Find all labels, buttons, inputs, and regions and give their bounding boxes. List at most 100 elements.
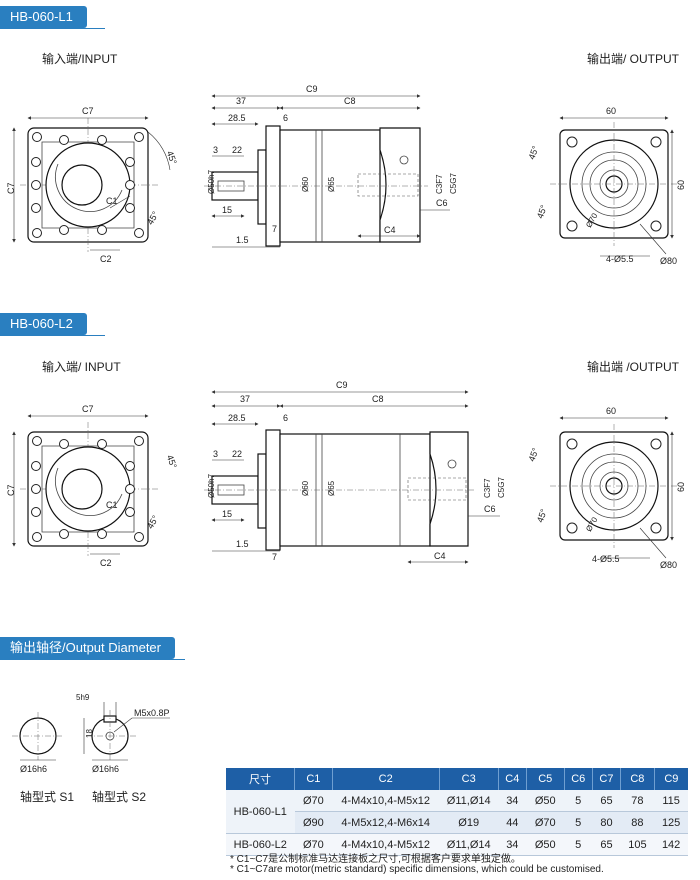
section-title-l1: HB-060-L1 [0, 6, 87, 28]
section-divider [0, 28, 105, 29]
svg-text:Ø50h7: Ø50h7 [207, 169, 216, 194]
table-cell: 78 [620, 790, 655, 812]
input-label-l2: 输入端/ INPUT [42, 360, 121, 374]
shaft-s1-drawing: Ø16h6 [12, 712, 64, 774]
svg-text:Ø60: Ø60 [301, 480, 310, 496]
svg-text:45°: 45° [527, 144, 541, 161]
table-row: HB-060-L2 Ø70 4-M4x10,4-M5x12 Ø11,Ø14 34… [226, 833, 688, 856]
svg-text:15: 15 [222, 509, 232, 519]
svg-text:1.5: 1.5 [236, 235, 249, 245]
svg-text:C4: C4 [434, 551, 446, 561]
svg-text:C7: C7 [82, 404, 94, 414]
svg-text:M5x0.8P: M5x0.8P [134, 708, 170, 718]
svg-text:Ø80: Ø80 [660, 256, 677, 266]
svg-text:C5G7: C5G7 [497, 477, 506, 498]
svg-text:C2: C2 [100, 254, 112, 264]
section-divider [0, 335, 105, 336]
svg-text:6: 6 [283, 413, 288, 423]
table-header-row: 尺寸 C1 C2 C3 C4 C5 C6 C7 C8 C9 [226, 768, 688, 790]
shaft-s2-drawing: 5h9 18 M5x0.8P Ø16h6 [76, 693, 170, 774]
svg-text:1.5: 1.5 [236, 539, 249, 549]
svg-text:3: 3 [213, 145, 218, 155]
svg-text:C6: C6 [484, 504, 496, 514]
input-label-l1: 输入端/INPUT [42, 52, 118, 66]
table-cell: 105 [620, 833, 655, 856]
svg-text:37: 37 [240, 394, 250, 404]
svg-text:7: 7 [272, 224, 277, 234]
svg-text:6: 6 [283, 113, 288, 123]
table-cell: Ø90 [294, 811, 333, 834]
svg-text:C8: C8 [344, 96, 356, 106]
table-header: C3 [439, 768, 499, 790]
output-label-l2: 输出端 /OUTPUT [587, 360, 679, 374]
table-cell: 142 [654, 833, 688, 856]
l1-side-view: C9 37 C8 28.5 6 3 22 15 1.5 7 C4 Ø50h7 Ø… [204, 84, 458, 248]
svg-text:C1: C1 [106, 196, 118, 206]
svg-text:45°: 45° [535, 507, 549, 524]
svg-text:22: 22 [232, 449, 242, 459]
svg-text:4-Ø5.5: 4-Ø5.5 [592, 554, 620, 564]
svg-text:18: 18 [85, 729, 94, 738]
svg-text:37: 37 [236, 96, 246, 106]
section-title-output-diameter: 输出轴径/Output Diameter [0, 637, 175, 659]
svg-text:C2: C2 [100, 558, 112, 568]
table-header: C6 [564, 768, 593, 790]
footnote-cn: * C1~C7是公制标准马达连接板之尺寸,可根据客户要求单独定做。 [230, 854, 521, 865]
svg-text:C5G7: C5G7 [449, 173, 458, 194]
l2-output-view: 60 60 45° 45° Ø70 Ø80 4-Ø5.5 [527, 406, 686, 570]
table-header: C8 [620, 768, 655, 790]
svg-text:Ø80: Ø80 [660, 560, 677, 570]
table-cell: 88 [620, 811, 655, 834]
table-cell: Ø70 [526, 811, 565, 834]
svg-text:45°: 45° [527, 446, 541, 463]
table-cell: Ø70 [294, 790, 333, 812]
table-cell: 80 [592, 811, 621, 834]
svg-text:Ø60: Ø60 [301, 176, 310, 192]
svg-text:60: 60 [606, 406, 616, 416]
table-cell: 4-M4x10,4-M5x12 [332, 790, 440, 812]
svg-text:15: 15 [222, 205, 232, 215]
table-cell: Ø11,Ø14 [439, 833, 499, 856]
svg-text:Ø65: Ø65 [327, 480, 336, 496]
table-cell: 5 [564, 790, 593, 812]
svg-text:28.5: 28.5 [228, 413, 246, 423]
table-header: C2 [332, 768, 440, 790]
svg-text:Ø50h7: Ø50h7 [207, 473, 216, 498]
svg-text:C3F7: C3F7 [435, 174, 444, 194]
table-header: C7 [592, 768, 622, 790]
svg-text:4-Ø5.5: 4-Ø5.5 [606, 254, 634, 264]
table-header: 尺寸 [226, 768, 295, 790]
svg-text:C3F7: C3F7 [483, 478, 492, 498]
svg-text:7: 7 [272, 552, 277, 562]
svg-text:Ø65: Ø65 [327, 176, 336, 192]
svg-text:C6: C6 [436, 198, 448, 208]
svg-text:60: 60 [676, 482, 686, 492]
table-cell: 115 [654, 790, 688, 812]
svg-text:C7: C7 [6, 484, 16, 496]
svg-text:C9: C9 [306, 84, 318, 94]
svg-text:C8: C8 [372, 394, 384, 404]
svg-text:45°: 45° [535, 203, 549, 220]
svg-text:Ø16h6: Ø16h6 [20, 764, 47, 774]
table-header: C9 [654, 768, 688, 790]
output-label-l1: 输出端/ OUTPUT [587, 52, 679, 66]
table-header: C1 [294, 768, 333, 790]
svg-text:3: 3 [213, 449, 218, 459]
table-cell: 34 [498, 833, 527, 856]
table-cell: Ø50 [526, 833, 565, 856]
svg-text:C4: C4 [384, 225, 396, 235]
shaft-s1-label: 轴型式 S1 [20, 790, 75, 804]
svg-text:C7: C7 [82, 106, 94, 116]
svg-text:C1: C1 [106, 500, 118, 510]
table-row: Ø90 4-M5x12,4-M6x14 Ø19 44 Ø70 5 80 88 1… [226, 811, 688, 834]
table-cell: 65 [592, 790, 621, 812]
table-cell: Ø50 [526, 790, 565, 812]
l2-input-view: C7 C7 C2 C1 45° 45° [6, 404, 179, 568]
svg-text:60: 60 [676, 180, 686, 190]
svg-text:45°: 45° [165, 150, 179, 167]
table-row: HB-060-L1 Ø70 4-M4x10,4-M5x12 Ø11,Ø14 34… [226, 790, 688, 834]
shaft-s2-label: 轴型式 S2 [92, 790, 147, 804]
svg-text:28.5: 28.5 [228, 113, 246, 123]
table-cell: 125 [654, 811, 688, 834]
